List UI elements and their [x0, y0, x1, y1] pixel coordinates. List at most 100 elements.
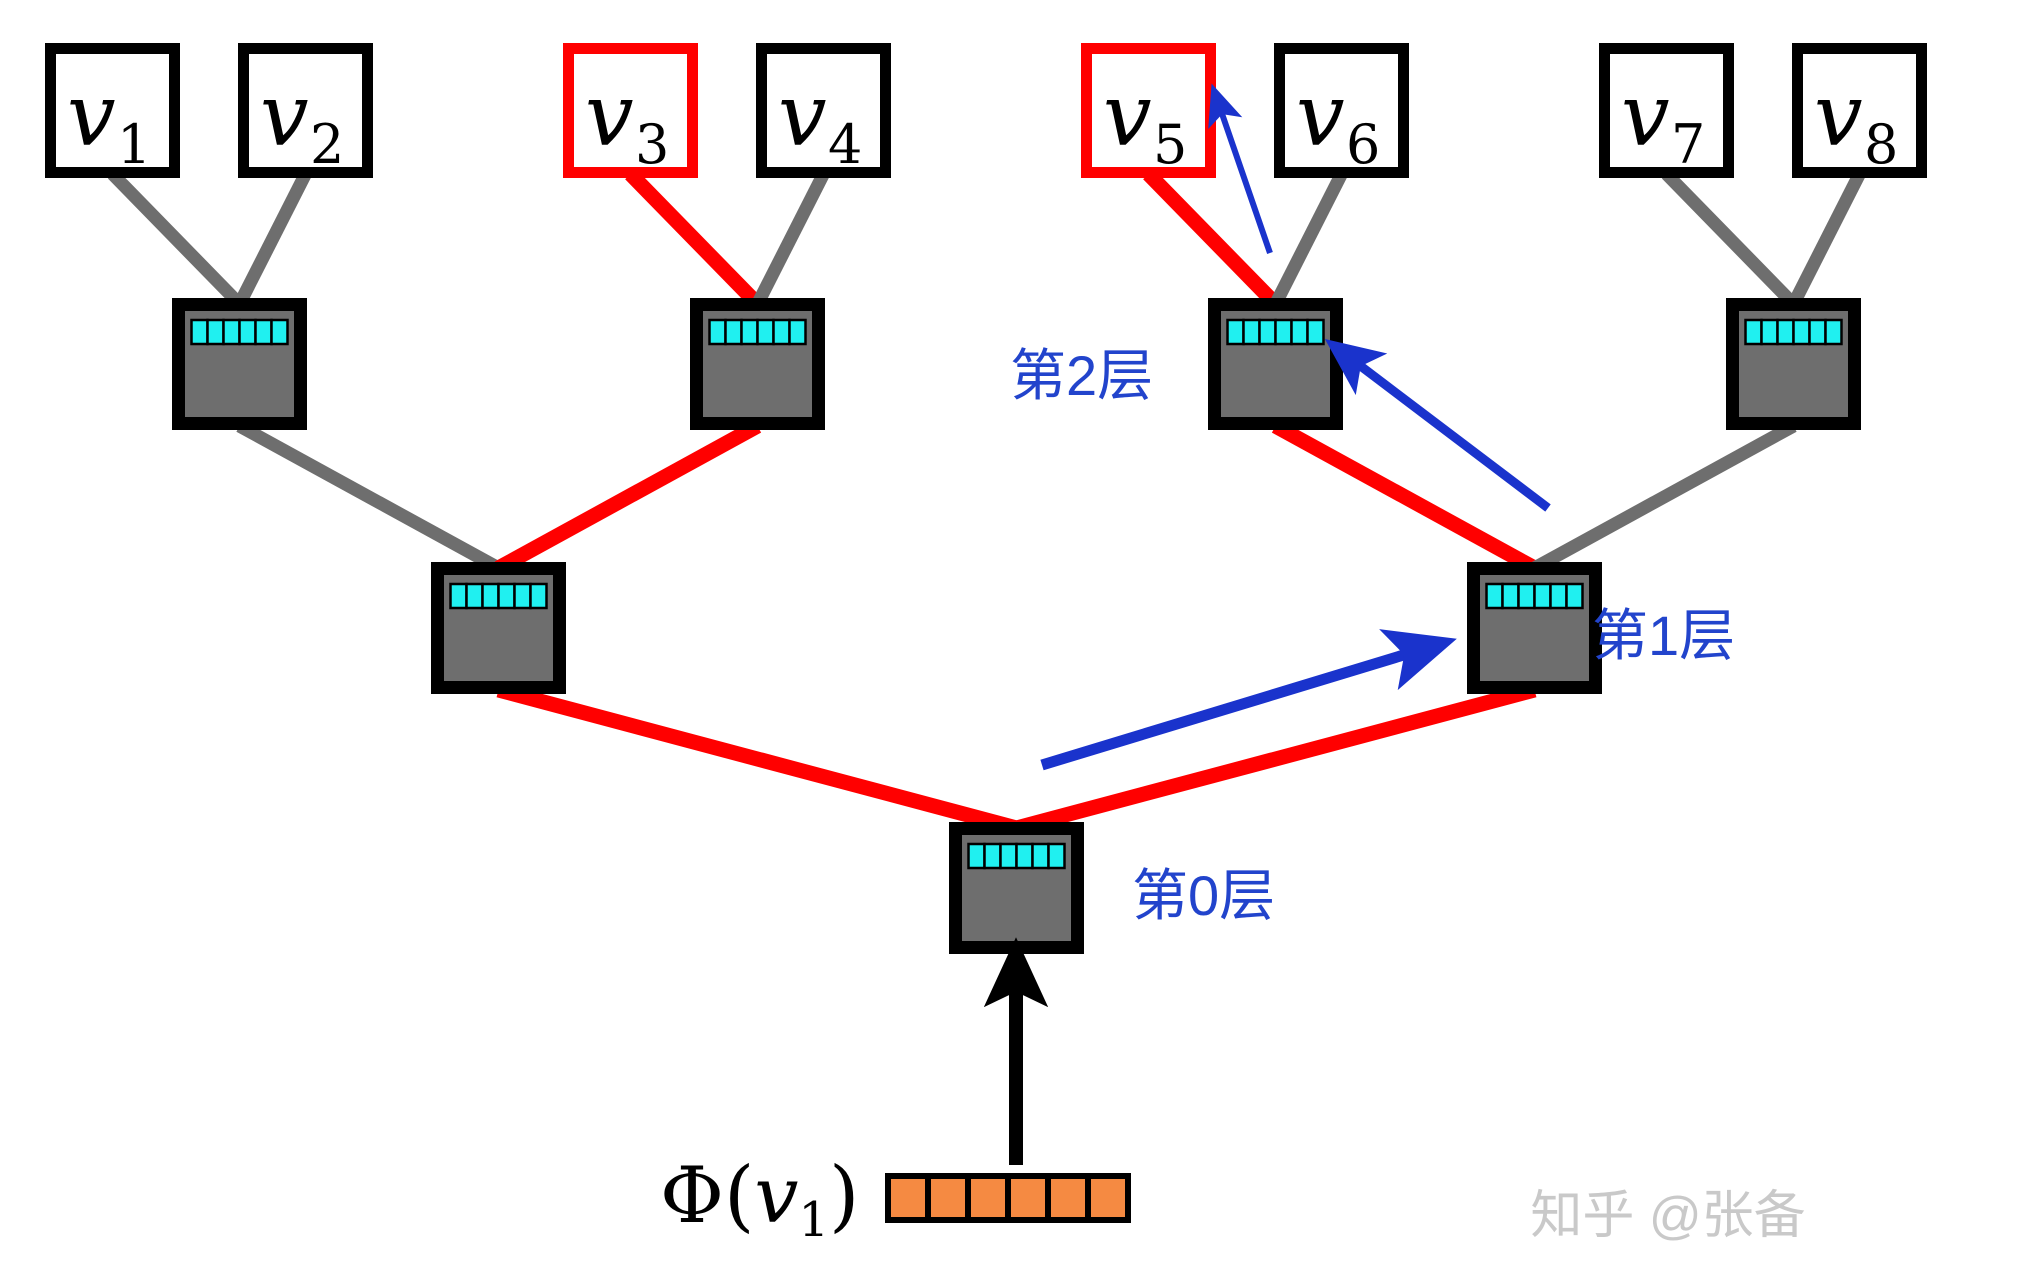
node-embedding-segment — [529, 582, 548, 610]
node-embedding-segment — [1501, 582, 1520, 610]
leaf-label-v8: v — [1814, 66, 1863, 166]
leaf-subscript-v8: 8 — [1864, 113, 1898, 176]
node-embedding-segment — [270, 318, 289, 346]
node-embedding-segment — [740, 318, 759, 346]
node-embedding-segment — [222, 318, 241, 346]
node-embedding-segment — [1776, 318, 1795, 346]
internal-nodes-group — [172, 298, 1861, 954]
leaf-subscript-v2: 2 — [310, 113, 344, 176]
input-feature-segment — [1085, 1173, 1131, 1223]
internal-node-n-l1-b[interactable] — [1467, 562, 1602, 694]
leaf-box — [1792, 43, 1927, 178]
node-embedding-segment — [1565, 582, 1584, 610]
node-embedding-segment — [1306, 318, 1325, 346]
input-feature-group: Φ(v1) — [660, 1151, 1131, 1248]
arrow-node-to-node — [1324, 338, 1551, 512]
tree-edge — [1661, 169, 1799, 309]
tree-edge — [107, 169, 245, 309]
leaf-box — [756, 43, 891, 178]
node-embedding-segment — [238, 318, 257, 346]
leaf-box — [1274, 43, 1409, 178]
input-feature-segment — [965, 1173, 1011, 1223]
node-embedding-segment — [999, 842, 1018, 870]
leaf-box-highlighted — [563, 43, 698, 178]
node-embedding-segment — [190, 318, 209, 346]
tree-edge-highlighted — [496, 682, 1019, 836]
tree-edge — [1531, 420, 1797, 574]
node-embedding-segment — [1549, 582, 1568, 610]
node-embedding-segment — [708, 318, 727, 346]
leaf-subscript-v1: 1 — [117, 113, 151, 176]
leaf-label-v4: v — [778, 66, 827, 166]
input-feature-segment — [925, 1173, 971, 1223]
leaf-box — [238, 43, 373, 178]
node-embedding-segment — [497, 582, 516, 610]
layer-label-layer-2: 第2层 — [1010, 344, 1153, 407]
node-embedding-segment — [1517, 582, 1536, 610]
node-embedding-segment — [481, 582, 500, 610]
leaf-label-v1: v — [67, 66, 116, 166]
tree-edge — [236, 420, 502, 574]
node-embedding-segment — [1047, 842, 1066, 870]
arrow-leaf-to-node — [1208, 83, 1273, 254]
node-embedding-segment — [983, 842, 1002, 870]
leaf-label-v2: v — [260, 66, 309, 166]
tree-edge — [233, 171, 312, 307]
internal-node-n-l2-a[interactable] — [172, 298, 307, 430]
leaf-subscript-v5: 5 — [1153, 113, 1187, 176]
tree-edge-highlighted — [1271, 419, 1539, 575]
tree-edge-highlighted — [494, 419, 762, 575]
node-embedding-segment — [1824, 318, 1843, 346]
node-embedding-segment — [1744, 318, 1763, 346]
leaf-label-v6: v — [1296, 66, 1345, 166]
leaf-label-v7: v — [1621, 66, 1670, 166]
internal-node-n-l2-d[interactable] — [1726, 298, 1861, 430]
layer-label-layer-0: 第0层 — [1132, 864, 1275, 927]
node-embedding-segment — [1533, 582, 1552, 610]
leaf-subscript-v4: 4 — [828, 113, 862, 176]
input-feature-segment — [885, 1173, 931, 1223]
leaf-subscript-v3: 3 — [635, 113, 669, 176]
tree-edge — [751, 171, 830, 307]
node-embedding-segment — [1792, 318, 1811, 346]
node-embedding-segment — [1031, 842, 1050, 870]
internal-node-n-l2-b[interactable] — [690, 298, 825, 430]
node-embedding-segment — [1015, 842, 1034, 870]
node-embedding-segment — [513, 582, 532, 610]
node-embedding-segment — [1274, 318, 1293, 346]
node-embedding-segment — [1226, 318, 1245, 346]
node-embedding-segment — [1290, 318, 1309, 346]
node-embedding-segment — [1485, 582, 1504, 610]
node-embedding-segment — [756, 318, 775, 346]
leaf-box — [1599, 43, 1734, 178]
internal-node-n-l1-a[interactable] — [431, 562, 566, 694]
phi-label: Φ(v1) — [660, 1151, 859, 1248]
tree-edge-highlighted — [1014, 682, 1537, 836]
tree-edge-highlighted — [625, 168, 763, 310]
node-embedding-segment — [788, 318, 807, 346]
leaf-subscript-v6: 6 — [1346, 113, 1380, 176]
tree-edge-highlighted — [1143, 168, 1281, 310]
tree-edge — [1787, 171, 1866, 307]
node-embedding-segment — [206, 318, 225, 346]
leaf-label-v3: v — [585, 66, 634, 166]
node-embedding-segment — [1760, 318, 1779, 346]
watermark-label: 知乎 @张备 — [1530, 1187, 1805, 1245]
internal-node-n-l2-c[interactable] — [1208, 298, 1343, 430]
node-embedding-segment — [1258, 318, 1277, 346]
node-embedding-segment — [967, 842, 986, 870]
internal-node-n-l0[interactable] — [949, 822, 1084, 954]
node-embedding-segment — [254, 318, 273, 346]
